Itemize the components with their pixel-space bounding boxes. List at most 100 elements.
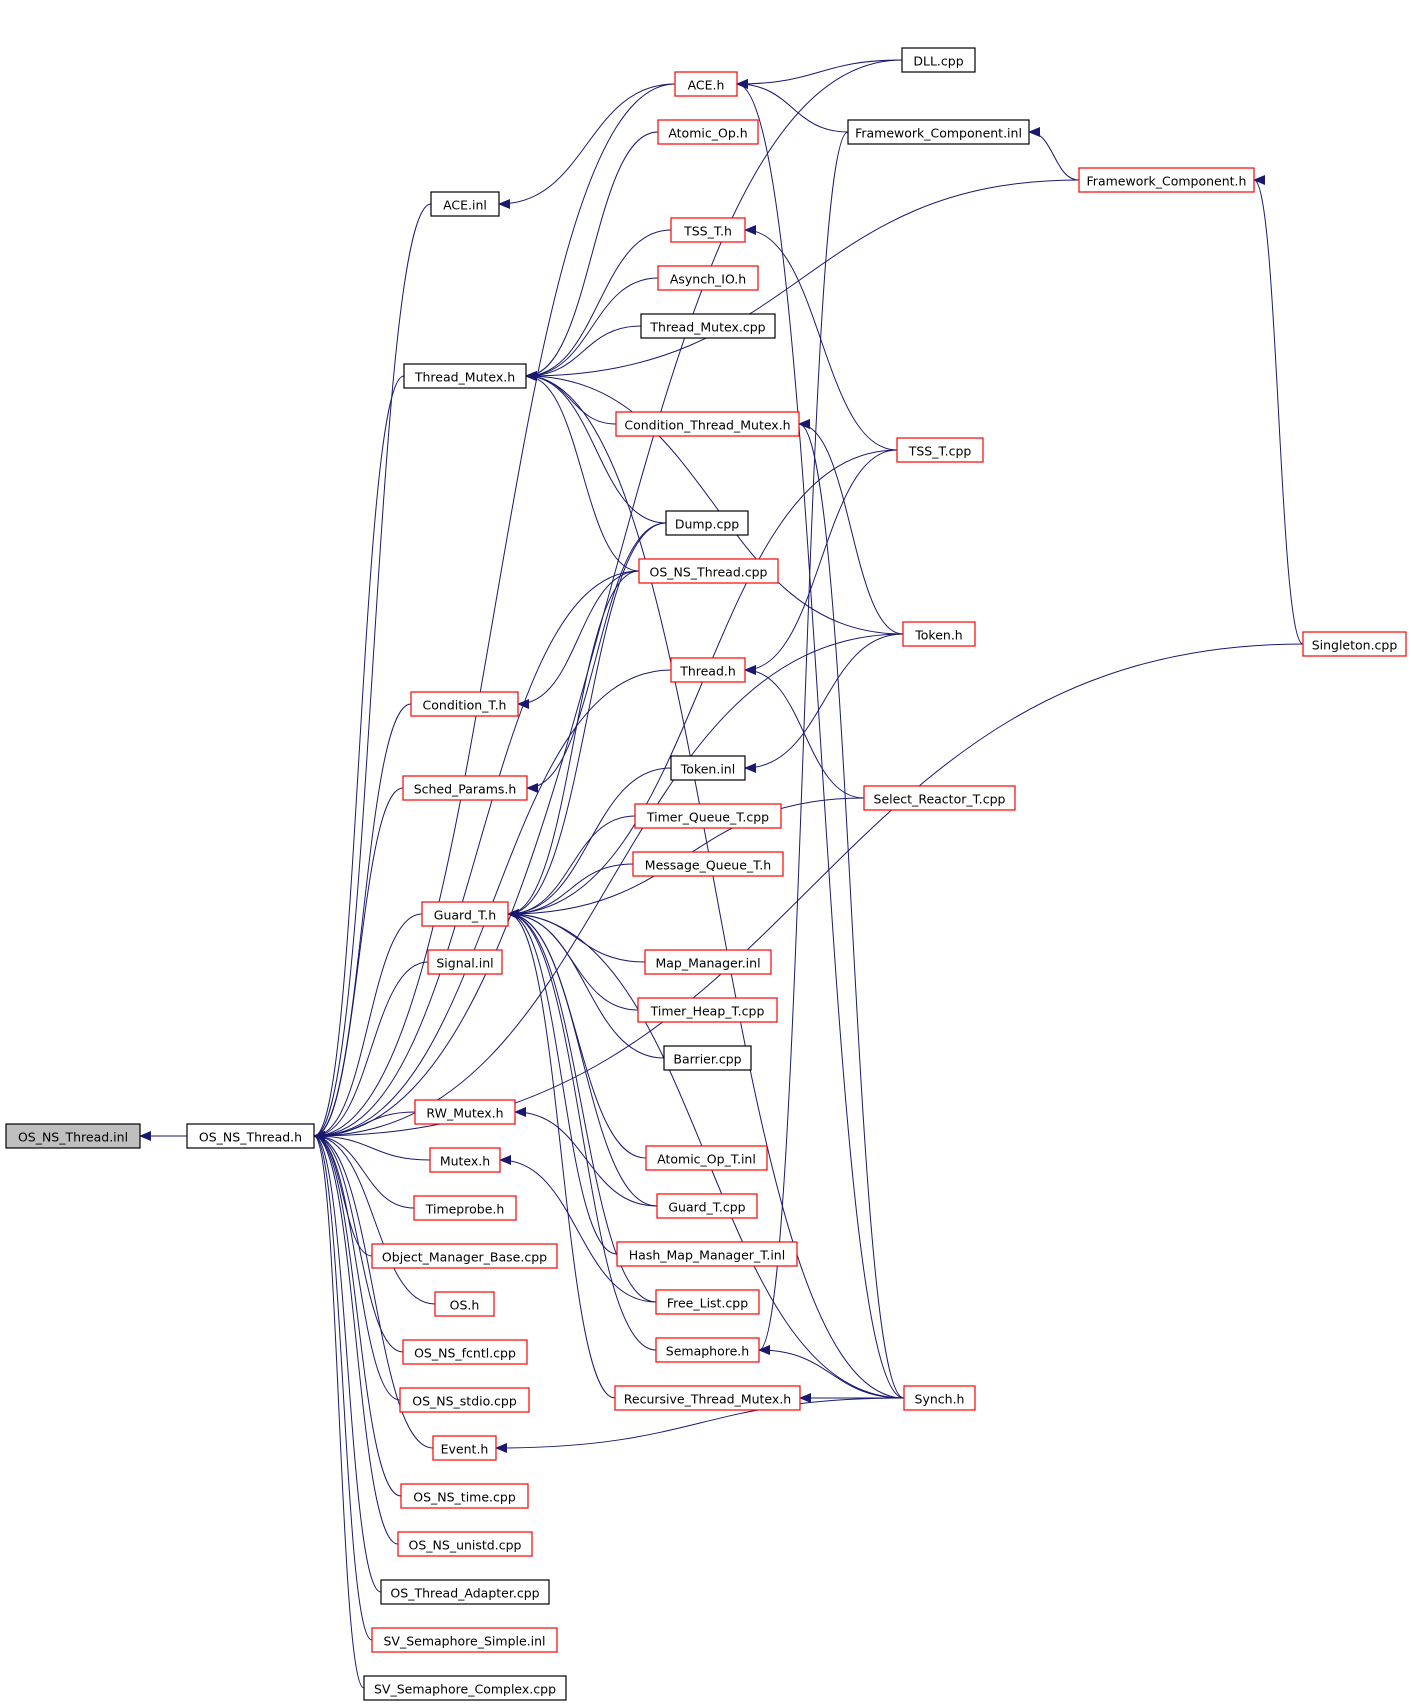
node-rw-mutex-h[interactable]: RW_Mutex.h bbox=[414, 1099, 516, 1125]
node-thread-h[interactable]: Thread.h bbox=[670, 657, 746, 683]
node-box bbox=[432, 1435, 497, 1461]
node-timer-heap-t-cpp[interactable]: Timer_Heap_T.cpp bbox=[637, 997, 778, 1023]
node-box bbox=[421, 901, 509, 927]
node-map-manager-inl[interactable]: Map_Manager.inl bbox=[644, 949, 772, 975]
edge-dump-cpp-to-guard-t-h bbox=[507, 522, 667, 919]
edge-guard-t-cpp-to-guard-t-h bbox=[507, 909, 658, 1207]
node-timeprobe-h[interactable]: Timeprobe.h bbox=[413, 1195, 517, 1221]
node-label: Condition_T.h bbox=[423, 698, 507, 713]
edge-map-manager-inl-to-guard-t-h bbox=[507, 909, 646, 963]
node-label: ACE.h bbox=[688, 78, 725, 93]
node-os-h[interactable]: OS.h bbox=[434, 1291, 495, 1317]
node-label: Synch.h bbox=[915, 1392, 965, 1407]
edge-recursive-thread-mutex-h-to-guard-t-h bbox=[507, 909, 616, 1399]
node-timer-queue-t-cpp[interactable]: Timer_Queue_T.cpp bbox=[634, 803, 782, 829]
node-dll-cpp: DLL.cpp bbox=[901, 47, 976, 73]
node-box bbox=[902, 621, 976, 647]
edge-token-inl-to-guard-t-h bbox=[507, 767, 672, 919]
node-synch-h[interactable]: Synch.h bbox=[903, 1385, 976, 1411]
node-dump-cpp: Dump.cpp bbox=[665, 510, 749, 536]
edge-framework-component-h-to-framework-component-inl bbox=[1028, 127, 1080, 181]
node-atomic-op-t-inl[interactable]: Atomic_Op_T.inl bbox=[645, 1145, 768, 1171]
edge-atomic-op-t-inl-to-guard-t-h bbox=[507, 909, 647, 1159]
node-label: Sched_Params.h bbox=[414, 782, 517, 797]
node-os-ns-thread-cpp[interactable]: OS_NS_Thread.cpp bbox=[638, 558, 779, 584]
node-box bbox=[670, 755, 746, 781]
node-sv-semaphore-simple-inl[interactable]: SV_Semaphore_Simple.inl bbox=[371, 1627, 558, 1653]
edge-mutex-h-to-os-ns-thread-h bbox=[313, 1131, 431, 1161]
node-label: Dump.cpp bbox=[675, 517, 739, 532]
node-object-manager-base-cpp[interactable]: Object_Manager_Base.cpp bbox=[371, 1243, 558, 1269]
node-barrier-cpp: Barrier.cpp bbox=[663, 1045, 752, 1071]
edge-framework-component-inl-to-ace-h bbox=[736, 79, 849, 133]
node-box bbox=[400, 1483, 529, 1509]
node-box bbox=[402, 775, 528, 801]
node-box bbox=[371, 1243, 558, 1269]
node-box bbox=[614, 1385, 801, 1411]
edge-synch-h-to-semaphore-h bbox=[758, 1345, 905, 1399]
node-os-ns-fcntl-cpp[interactable]: OS_NS_fcntl.cpp bbox=[402, 1339, 528, 1365]
node-event-h[interactable]: Event.h bbox=[432, 1435, 497, 1461]
node-label: Token.h bbox=[914, 628, 962, 643]
node-condition-t-h[interactable]: Condition_T.h bbox=[410, 691, 519, 717]
node-tss-t-cpp[interactable]: TSS_T.cpp bbox=[896, 437, 984, 463]
node-os-ns-thread-h: OS_NS_Thread.h bbox=[186, 1123, 315, 1149]
node-guard-t-h[interactable]: Guard_T.h bbox=[421, 901, 509, 927]
node-box bbox=[371, 1627, 558, 1653]
node-mutex-h[interactable]: Mutex.h bbox=[429, 1147, 501, 1173]
edge-os-ns-time-cpp-to-os-ns-thread-h bbox=[313, 1131, 402, 1497]
edge-timer-queue-t-cpp-to-guard-t-h bbox=[507, 815, 636, 919]
edge-guard-t-cpp-to-rw-mutex-h bbox=[514, 1107, 658, 1207]
edge-synch-h-to-event-h bbox=[495, 1397, 905, 1453]
node-box bbox=[413, 1195, 517, 1221]
node-singleton-cpp[interactable]: Singleton.cpp bbox=[1302, 631, 1407, 657]
edge-free-list-cpp-to-guard-t-h bbox=[507, 909, 657, 1303]
node-box bbox=[616, 1241, 798, 1267]
node-select-reactor-t-cpp[interactable]: Select_Reactor_T.cpp bbox=[863, 785, 1016, 811]
node-box bbox=[657, 265, 759, 291]
node-os-ns-time-cpp[interactable]: OS_NS_time.cpp bbox=[400, 1483, 529, 1509]
edge-barrier-cpp-to-guard-t-h bbox=[507, 909, 665, 1059]
node-guard-t-cpp[interactable]: Guard_T.cpp bbox=[656, 1193, 758, 1219]
node-label: OS_NS_Thread.cpp bbox=[650, 565, 768, 580]
node-atomic-op-h[interactable]: Atomic_Op.h bbox=[657, 119, 759, 145]
edge-sv-semaphore-complex-cpp-to-os-ns-thread-h bbox=[313, 1131, 365, 1689]
node-ace-h[interactable]: ACE.h bbox=[674, 71, 738, 97]
node-sched-params-h[interactable]: Sched_Params.h bbox=[402, 775, 528, 801]
node-os-thread-adapter-cpp: OS_Thread_Adapter.cpp bbox=[380, 1579, 550, 1605]
node-label: OS_NS_fcntl.cpp bbox=[414, 1346, 516, 1361]
node-framework-component-h[interactable]: Framework_Component.h bbox=[1078, 167, 1255, 193]
node-os-ns-unistd-cpp[interactable]: OS_NS_unistd.cpp bbox=[397, 1531, 533, 1557]
node-tss-t-h[interactable]: TSS_T.h bbox=[670, 217, 746, 243]
node-thread-mutex-h: Thread_Mutex.h bbox=[403, 363, 527, 389]
node-semaphore-h[interactable]: Semaphore.h bbox=[655, 1337, 760, 1363]
node-condition-thread-mutex-h[interactable]: Condition_Thread_Mutex.h bbox=[615, 411, 800, 437]
node-label: Thread.h bbox=[679, 664, 736, 679]
edge-os-ns-stdio-cpp-to-os-ns-thread-h bbox=[313, 1131, 401, 1401]
node-message-queue-t-h[interactable]: Message_Queue_T.h bbox=[632, 851, 784, 877]
edge-token-h-to-token-inl bbox=[744, 633, 904, 773]
node-box bbox=[655, 1337, 760, 1363]
node-box bbox=[663, 1045, 752, 1071]
node-box bbox=[403, 363, 527, 389]
node-label: Signal.inl bbox=[436, 956, 493, 971]
node-ace-inl: ACE.inl bbox=[430, 191, 500, 217]
node-label: Timer_Heap_T.cpp bbox=[650, 1004, 765, 1019]
node-recursive-thread-mutex-h[interactable]: Recursive_Thread_Mutex.h bbox=[614, 1385, 801, 1411]
node-os-ns-stdio-cpp[interactable]: OS_NS_stdio.cpp bbox=[399, 1387, 530, 1413]
node-label: TSS_T.h bbox=[683, 224, 732, 239]
node-signal-inl[interactable]: Signal.inl bbox=[427, 949, 503, 975]
edge-thread-mutex-cpp-to-thread-mutex-h bbox=[525, 325, 642, 381]
node-token-h[interactable]: Token.h bbox=[902, 621, 976, 647]
edge-tss-t-cpp-to-thread-h bbox=[744, 449, 898, 675]
node-free-list-cpp[interactable]: Free_List.cpp bbox=[655, 1289, 760, 1315]
node-label: Framework_Component.inl bbox=[855, 126, 1022, 141]
node-asynch-io-h[interactable]: Asynch_IO.h bbox=[657, 265, 759, 291]
node-hash-map-manager-t-inl[interactable]: Hash_Map_Manager_T.inl bbox=[616, 1241, 798, 1267]
node-box bbox=[645, 1145, 768, 1171]
edge-condition-thread-mutex-h-to-thread-mutex-h bbox=[525, 371, 617, 425]
node-box bbox=[632, 851, 784, 877]
node-label: OS_NS_stdio.cpp bbox=[412, 1394, 517, 1409]
node-label: DLL.cpp bbox=[913, 54, 963, 69]
